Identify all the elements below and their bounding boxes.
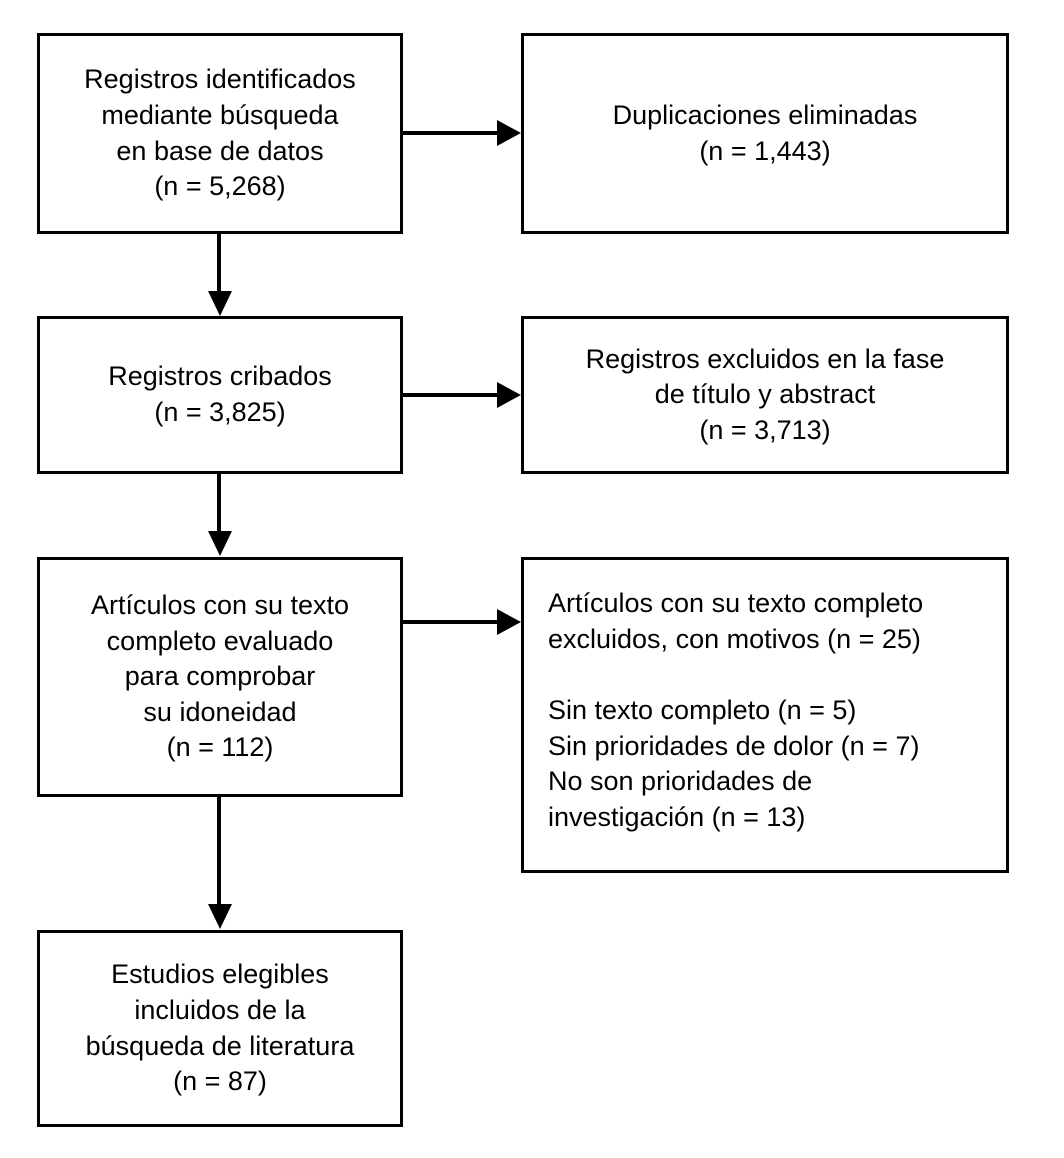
arrow-right-icon-identified-to-duplicates [497, 120, 521, 146]
box-fulltext-excluded-reasons-text: Artículos con su texto completo excluido… [548, 588, 924, 832]
box-duplicates-removed: Duplicaciones eliminadas (n = 1,443) [521, 33, 1009, 234]
connector-fulltext-to-included-line [217, 797, 221, 907]
box-fulltext-assessed: Artículos con su texto completo evaluado… [37, 557, 403, 797]
arrow-down-icon-identified-to-screened [208, 291, 232, 316]
connector-screened-to-excluded-line [403, 393, 499, 397]
arrow-right-icon-screened-to-excluded [497, 382, 521, 408]
box-records-excluded-title-abstract-text: Registros excluidos en la fase de título… [585, 343, 945, 445]
box-records-screened: Registros cribados (n = 3,825) [37, 316, 403, 474]
box-duplicates-removed-text: Duplicaciones eliminadas (n = 1,443) [612, 99, 918, 166]
connector-screened-to-fulltext-line [217, 474, 221, 533]
box-studies-included-text: Estudios elegibles incluidos de la búsqu… [85, 959, 355, 1097]
box-records-excluded-title-abstract: Registros excluidos en la fase de título… [521, 316, 1009, 474]
arrow-down-icon-screened-to-fulltext [208, 531, 232, 556]
connector-identified-to-screened-line [217, 234, 221, 296]
arrow-down-icon-fulltext-to-included [208, 904, 232, 929]
box-records-identified: Registros identificados mediante búsqued… [37, 33, 403, 234]
connector-identified-to-duplicates-line [403, 131, 499, 135]
arrow-right-icon-fulltext-to-excluded [497, 609, 521, 635]
box-studies-included: Estudios elegibles incluidos de la búsqu… [37, 930, 403, 1127]
box-fulltext-assessed-text: Artículos con su texto completo evaluado… [90, 589, 350, 763]
box-fulltext-excluded-reasons: Artículos con su texto completo excluido… [521, 557, 1009, 873]
box-records-identified-text: Registros identificados mediante búsqued… [84, 64, 356, 202]
connector-fulltext-to-excluded-line [403, 620, 499, 624]
box-records-screened-text: Registros cribados (n = 3,825) [108, 361, 332, 427]
